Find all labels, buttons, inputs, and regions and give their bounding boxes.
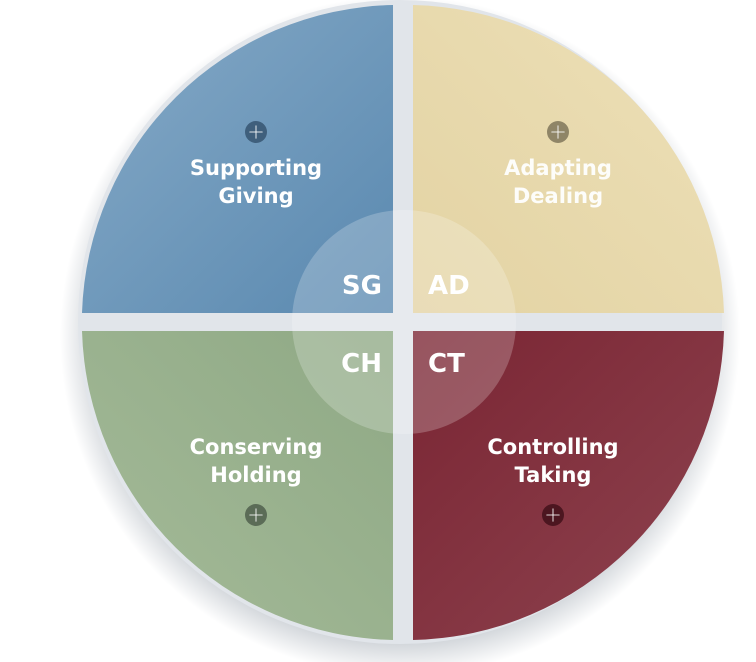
quadrant-supporting-giving[interactable]	[82, 5, 393, 313]
plus-circle-icon[interactable]	[542, 504, 564, 526]
plus-circle-icon[interactable]	[245, 121, 267, 143]
code-ch: CH	[341, 349, 382, 379]
code-ct: CT	[428, 349, 465, 379]
plus-circle-icon[interactable]	[547, 121, 569, 143]
quadrant-title-conserving: Conserving	[190, 435, 323, 459]
quadrant-title-holding: Holding	[210, 463, 301, 487]
plus-circle-icon[interactable]	[245, 504, 267, 526]
quadrant-title-adapting: Adapting	[504, 156, 612, 180]
quadrant-controlling-taking[interactable]	[413, 331, 724, 640]
quadrant-title-giving: Giving	[218, 184, 293, 208]
center-highlight	[292, 210, 516, 434]
quadrant-title-dealing: Dealing	[513, 184, 603, 208]
code-ad: AD	[428, 271, 470, 301]
quadrant-title-supporting: Supporting	[190, 156, 322, 180]
code-sg: SG	[342, 271, 382, 301]
quadrant-title-controlling: Controlling	[487, 435, 618, 459]
quadrant-title-taking: Taking	[515, 463, 592, 487]
quadrant-conserving-holding[interactable]	[82, 331, 393, 640]
quadrant-adapting-dealing[interactable]	[413, 5, 724, 313]
